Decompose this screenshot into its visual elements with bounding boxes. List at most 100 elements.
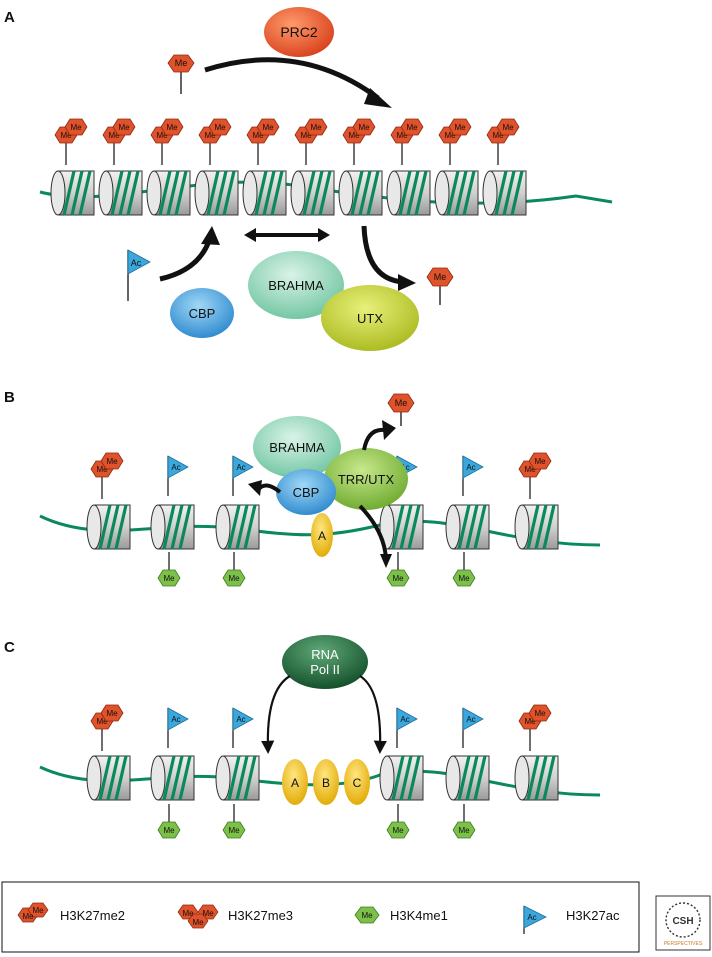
h3k4me1-mark: Me xyxy=(452,821,476,839)
svg-text:Me: Me xyxy=(524,465,536,474)
activator-c-c xyxy=(344,759,370,805)
svg-text:Ac: Ac xyxy=(466,715,475,724)
h3k27me-mark: Me xyxy=(496,118,520,136)
utx-arrowhead-b xyxy=(382,420,396,440)
svg-text:Me: Me xyxy=(163,574,175,583)
prc2-protein xyxy=(264,7,334,57)
panel-a: A PRC2 Me MeMeMeMeMeMeMeMeMeMeMeMeMeMeMe… xyxy=(4,7,613,351)
h3k4me1-mark: Me xyxy=(386,552,410,587)
nucleosome xyxy=(290,170,335,216)
removed-me-mark-b: Me xyxy=(387,393,415,426)
svg-text:Me: Me xyxy=(348,131,360,140)
nucleosome-array-b: MeMeAcAcMeAcMeAcMeMeMeMe xyxy=(86,452,559,587)
nucleosome xyxy=(514,504,559,550)
logo-subtext: PERSPECTIVES xyxy=(664,941,703,947)
svg-text:Me: Me xyxy=(156,131,168,140)
svg-text:Me: Me xyxy=(252,131,264,140)
svg-text:Me: Me xyxy=(310,123,322,132)
svg-text:Me: Me xyxy=(182,909,194,918)
svg-text:Me: Me xyxy=(358,123,370,132)
svg-text:Ac: Ac xyxy=(236,715,245,724)
cbp-arrowhead xyxy=(201,226,220,245)
svg-text:Me: Me xyxy=(492,131,504,140)
nucleosome xyxy=(86,755,131,801)
nucleosome xyxy=(445,504,490,550)
activator-b-c xyxy=(313,759,339,805)
nucleosome xyxy=(379,755,424,801)
svg-text:Me: Me xyxy=(406,123,418,132)
legend-h3k27me3-icon: Me Me Me xyxy=(177,904,219,929)
svg-text:Me: Me xyxy=(300,131,312,140)
h3k27me-mark: Me xyxy=(208,118,232,136)
panel-a-letter: A xyxy=(4,9,15,26)
legend-h3k4me1-label: H3K4me1 xyxy=(390,908,448,923)
rna-pol-ii-label-1: RNA xyxy=(311,647,339,662)
cbp-label: CBP xyxy=(189,306,216,321)
h3k27me-mark: Me xyxy=(400,118,424,136)
svg-text:Me: Me xyxy=(108,131,120,140)
svg-text:Me: Me xyxy=(192,918,204,927)
svg-text:Me: Me xyxy=(458,574,470,583)
svg-text:Me: Me xyxy=(214,123,226,132)
rna-pol-ii-label-2: Pol II xyxy=(310,662,340,677)
utx-demethylation-arrow xyxy=(361,225,405,285)
h3k27me-mark: Me xyxy=(256,118,280,136)
activator-a-b xyxy=(311,513,333,557)
cbp-acetylation-arrow-b xyxy=(256,483,282,494)
pol-arrow-left xyxy=(261,675,291,754)
svg-text:Me: Me xyxy=(32,906,44,915)
nucleosome xyxy=(514,755,559,801)
h3k27ac-mark: Ac xyxy=(396,707,418,748)
svg-text:Ac: Ac xyxy=(171,463,180,472)
h3k27me-mark: Me xyxy=(352,118,376,136)
activator-c-label-c: C xyxy=(353,776,362,790)
svg-text:Ac: Ac xyxy=(236,463,245,472)
h3k4me1-mark: Me xyxy=(222,821,246,839)
utx-protein xyxy=(321,285,419,351)
h3k27me-mark: Me xyxy=(528,704,552,722)
h3k4me1-mark: Me xyxy=(452,569,476,587)
prc2-methylation-arrow xyxy=(204,57,380,101)
svg-text:Me: Me xyxy=(392,574,404,583)
h3k4me1-mark: Me xyxy=(222,804,246,839)
legend-h3k27ac-label: H3K27ac xyxy=(566,908,620,923)
panel-c-letter: C xyxy=(4,639,15,656)
trr-arrowhead-b xyxy=(380,554,392,568)
nucleosome xyxy=(146,170,191,216)
h3k27ac-mark: Ac xyxy=(462,707,484,748)
prc2-arrowhead xyxy=(364,88,392,108)
h3k4me1-mark: Me xyxy=(452,804,476,839)
h3k27me-mark: Me xyxy=(112,118,136,136)
h3k27ac-mark: Ac xyxy=(167,455,189,496)
nucleosome xyxy=(98,170,143,216)
svg-text:Me: Me xyxy=(534,709,546,718)
svg-text:Me: Me xyxy=(434,272,447,282)
svg-text:Ac: Ac xyxy=(527,913,536,922)
nucleosome xyxy=(215,755,260,801)
h3k4me1-mark: Me xyxy=(386,804,410,839)
h3k4me1-mark: Me xyxy=(222,552,246,587)
h3k27me-mark: Me xyxy=(160,118,184,136)
svg-text:Ac: Ac xyxy=(400,715,409,724)
svg-text:Ac: Ac xyxy=(171,715,180,724)
svg-text:Me: Me xyxy=(444,131,456,140)
svg-text:Me: Me xyxy=(175,58,188,68)
h3k4me1-mark: Me xyxy=(157,552,181,587)
cbp-protein xyxy=(170,288,234,338)
h3k27ac-mark: Ac xyxy=(462,455,484,496)
nucleosome xyxy=(338,170,383,216)
cbp-protein-b xyxy=(276,469,336,515)
svg-text:Me: Me xyxy=(395,398,408,408)
h3k4me1-mark: Me xyxy=(157,821,181,839)
utx-demethylation-arrow-b xyxy=(362,427,386,451)
